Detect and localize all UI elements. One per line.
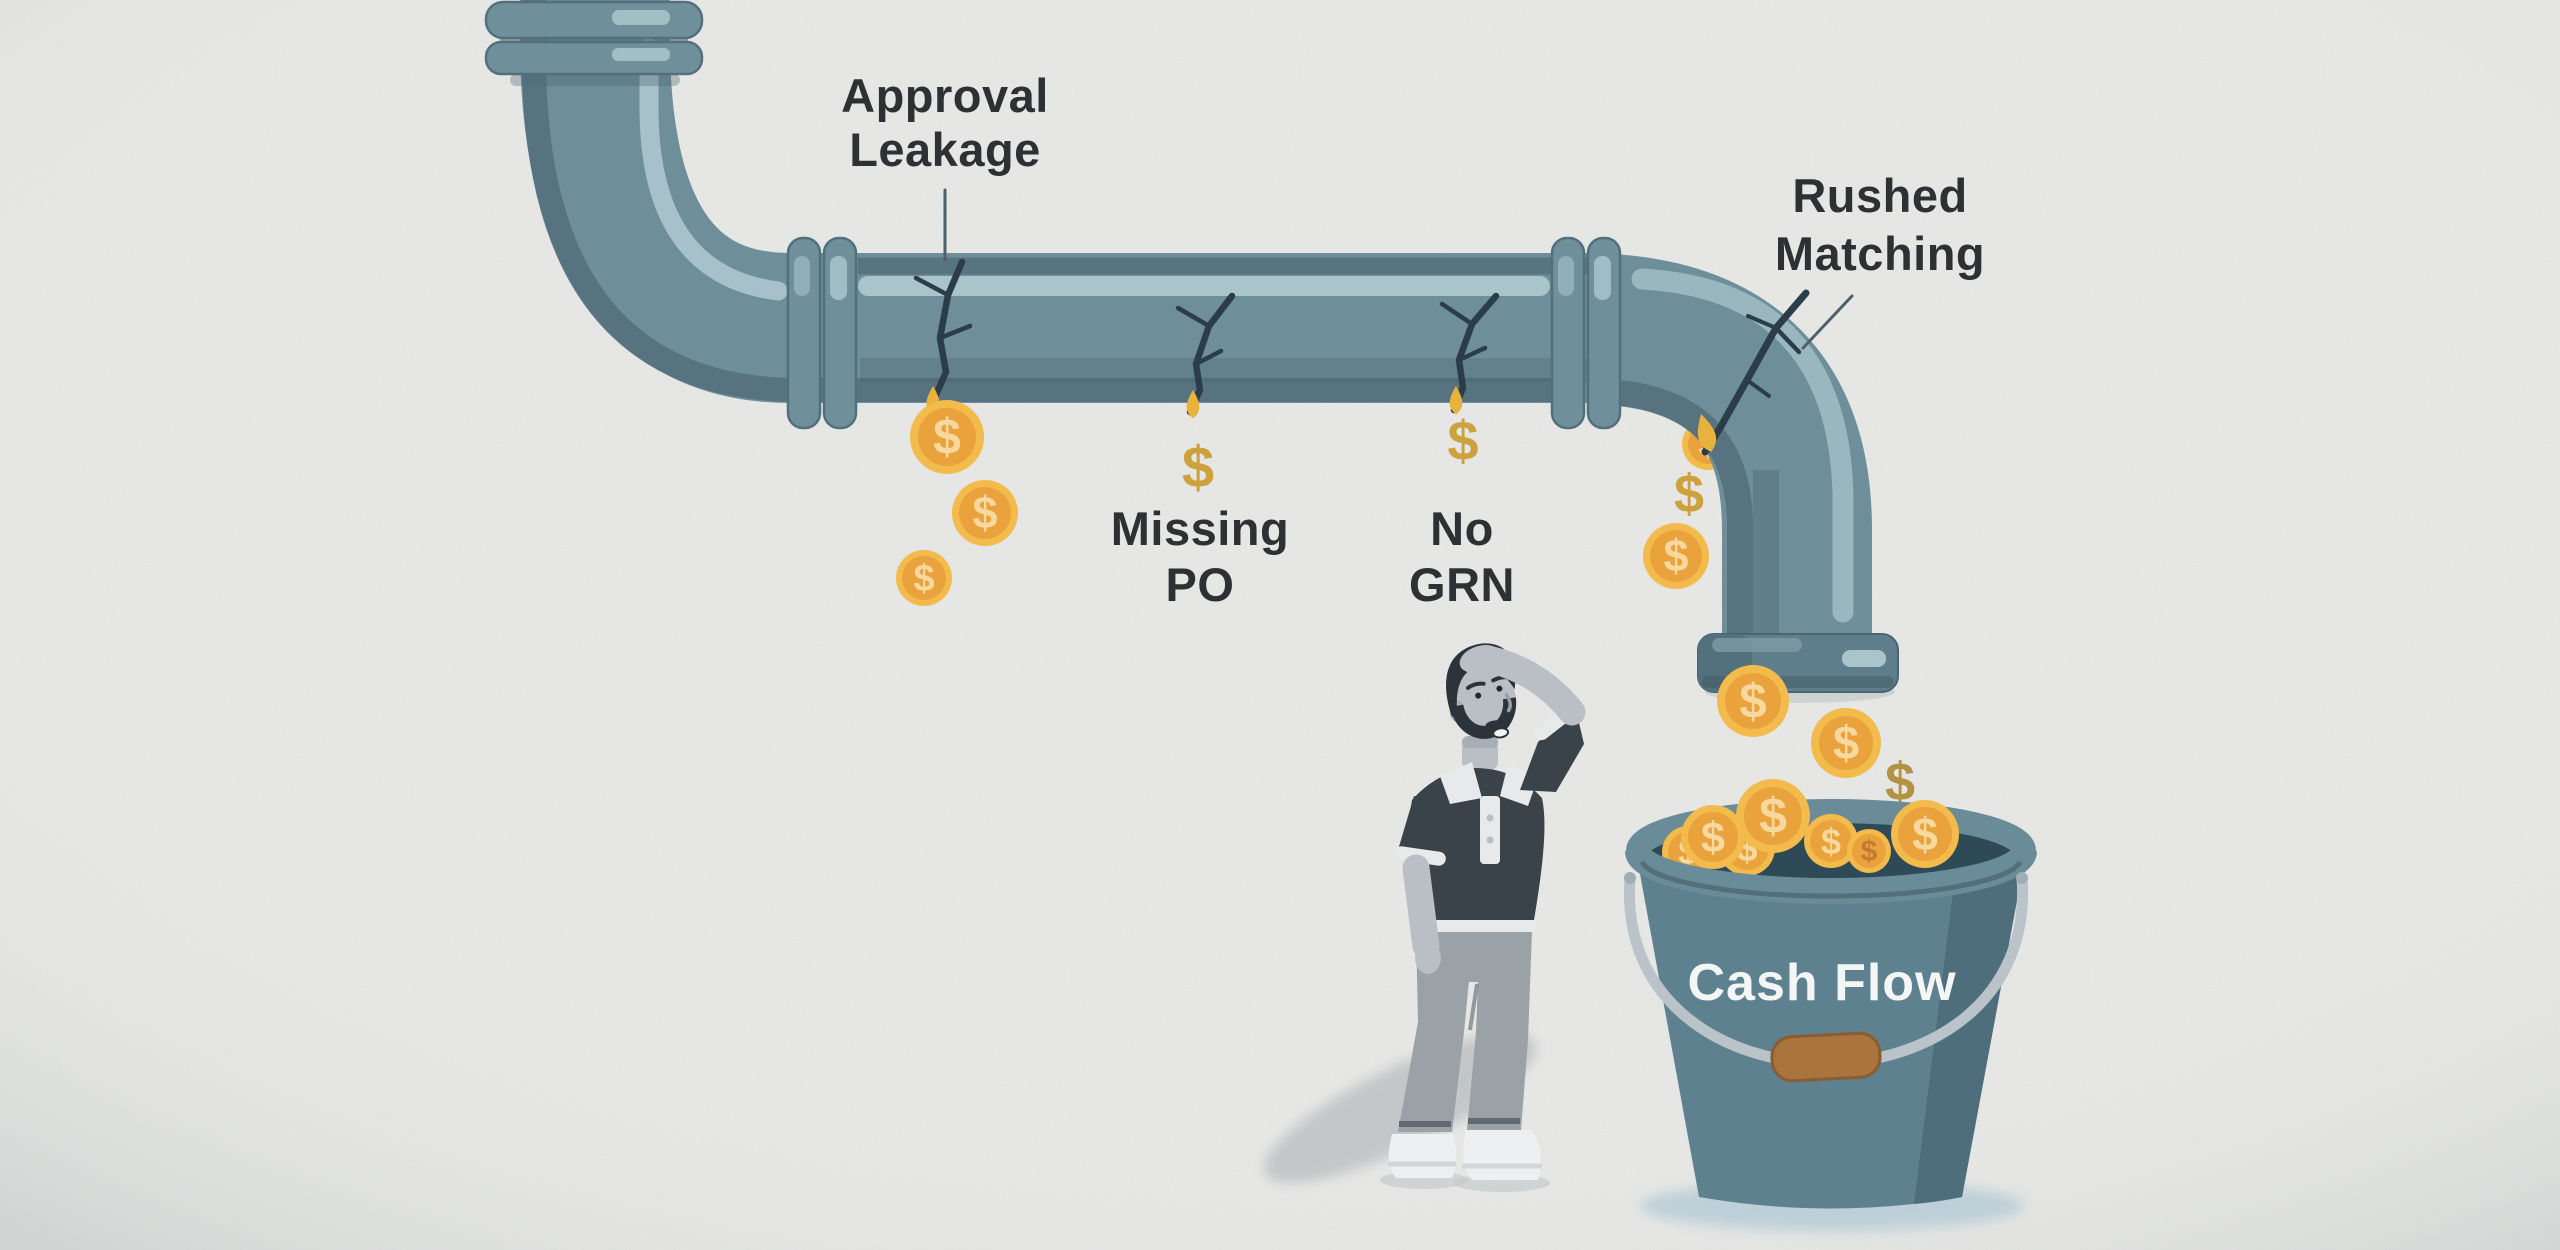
pipe-coupling-right — [1550, 236, 1622, 430]
bucket-grip — [1770, 1031, 1882, 1083]
svg-text:$: $ — [913, 558, 934, 600]
svg-text:$: $ — [1759, 788, 1787, 844]
cash-flow-bucket: $ $ $ $ $ $ $ — [1624, 779, 2037, 1231]
no-grn-label: No GRN — [1409, 502, 1515, 611]
labels: Approval Leakage Missing PO No GRN Rushe… — [841, 69, 1985, 611]
dollar-coin: $ — [1847, 829, 1891, 873]
raised-sleeve — [1520, 710, 1584, 792]
hand-on-head — [1459, 645, 1501, 673]
dollar-coin: $ — [1891, 800, 1959, 868]
svg-text:Rushed: Rushed — [1792, 169, 1967, 222]
bucket-coins: $ $ $ $ $ $ $ — [1662, 779, 1959, 878]
eyebrow — [1466, 681, 1486, 690]
leak-drips — [926, 386, 1717, 452]
svg-text:Leakage: Leakage — [849, 123, 1041, 176]
dollar-coin: $ — [1643, 523, 1709, 589]
falling-dollar-sign: $ — [1447, 409, 1478, 472]
dollar-coin: $ — [952, 480, 1018, 546]
svg-text:Approval: Approval — [841, 69, 1049, 122]
svg-text:$: $ — [1861, 835, 1878, 868]
bucket-rim-lip — [1639, 860, 2023, 899]
svg-text:No: No — [1430, 502, 1494, 555]
svg-text:$: $ — [1663, 530, 1688, 581]
bucket-rim-front — [1625, 848, 2037, 904]
svg-text:$: $ — [1821, 821, 1841, 862]
bucket-side-shade — [1914, 852, 2026, 1204]
label-connector-line — [1801, 294, 1854, 350]
raised-forearm — [1478, 646, 1586, 726]
svg-text:$: $ — [1739, 675, 1766, 729]
svg-text:$: $ — [1701, 814, 1725, 862]
svg-text:PO: PO — [1166, 558, 1235, 611]
svg-text:GRN: GRN — [1409, 558, 1515, 611]
dollar-coin: $ — [1736, 779, 1810, 853]
mouth — [1492, 727, 1510, 739]
pipe-crack-approval — [913, 258, 973, 408]
svg-text:$: $ — [1912, 808, 1938, 860]
pipe — [484, 0, 1899, 703]
missing-po-label: Missing PO — [1111, 502, 1289, 611]
falling-money: $ $ $ $ $ $ $ $ $ $ — [896, 400, 1915, 812]
handle-attachment — [2016, 872, 2028, 884]
rushed-matching-label: Rushed Matching — [1775, 169, 1985, 280]
svg-text:Missing: Missing — [1111, 502, 1289, 555]
falling-dollar-sign: $ — [1674, 464, 1704, 524]
dollar-coin: $ — [1681, 805, 1745, 869]
pipe-coupling-left — [786, 236, 858, 430]
placket — [1480, 796, 1500, 864]
handle-attachment — [1624, 872, 1636, 884]
dollar-coin: $ — [910, 400, 984, 474]
eye — [1496, 685, 1503, 692]
button — [1486, 814, 1494, 822]
svg-text:$: $ — [1833, 716, 1859, 769]
man-shadow — [1264, 1033, 1536, 1183]
left-forearm — [1402, 854, 1440, 960]
left-sleeve — [1398, 796, 1452, 858]
svg-text:$: $ — [933, 409, 961, 465]
pipe-shading — [522, 0, 1562, 402]
falling-dollar-sign: $ — [1182, 435, 1214, 500]
dollar-coin: $ — [1811, 708, 1881, 778]
nose — [1504, 692, 1512, 713]
svg-text:Matching: Matching — [1775, 227, 1985, 280]
confused-man — [1264, 643, 1586, 1192]
dollar-coin: $ — [1804, 814, 1858, 868]
collar — [1440, 762, 1482, 804]
dollar-coin: $ — [1717, 665, 1789, 737]
man-pants — [1398, 928, 1532, 1132]
pipe-highlight — [639, 38, 788, 301]
pipe-flange-top — [484, 0, 704, 86]
cash-flow-label: Cash Flow — [1687, 954, 1956, 1012]
eye — [1475, 692, 1482, 699]
approval-leakage-label: Approval Leakage — [841, 69, 1049, 176]
man-shoes — [1388, 1130, 1542, 1180]
svg-text:$: $ — [972, 487, 997, 538]
neck-shadow — [1462, 736, 1498, 748]
pipe-highlight — [1631, 268, 1854, 623]
dollar-coin: $ — [896, 550, 952, 606]
button — [1486, 836, 1494, 844]
left-hand — [1415, 942, 1441, 974]
